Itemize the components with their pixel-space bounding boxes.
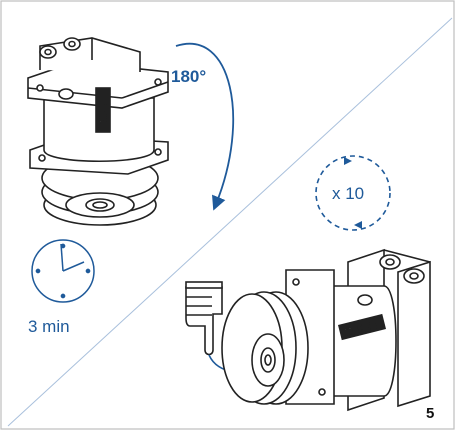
repeat-circle-icon <box>315 155 391 231</box>
time-label: 3 min <box>28 317 70 336</box>
pointing-hand-icon <box>185 281 223 356</box>
svg-text:MAHLE: MAHLE <box>99 98 108 127</box>
repeat-label: x 10 <box>332 184 364 203</box>
diagonal-divider <box>7 17 453 427</box>
rotate-180-arrow-icon <box>175 42 234 211</box>
compressor-upright-icon: MAHLE <box>221 248 431 412</box>
rotation-label: 180° <box>171 67 206 86</box>
step-number: 5 <box>426 405 434 422</box>
clock-icon <box>31 239 95 303</box>
compressor-rotated-icon: MAHLE <box>27 37 169 226</box>
